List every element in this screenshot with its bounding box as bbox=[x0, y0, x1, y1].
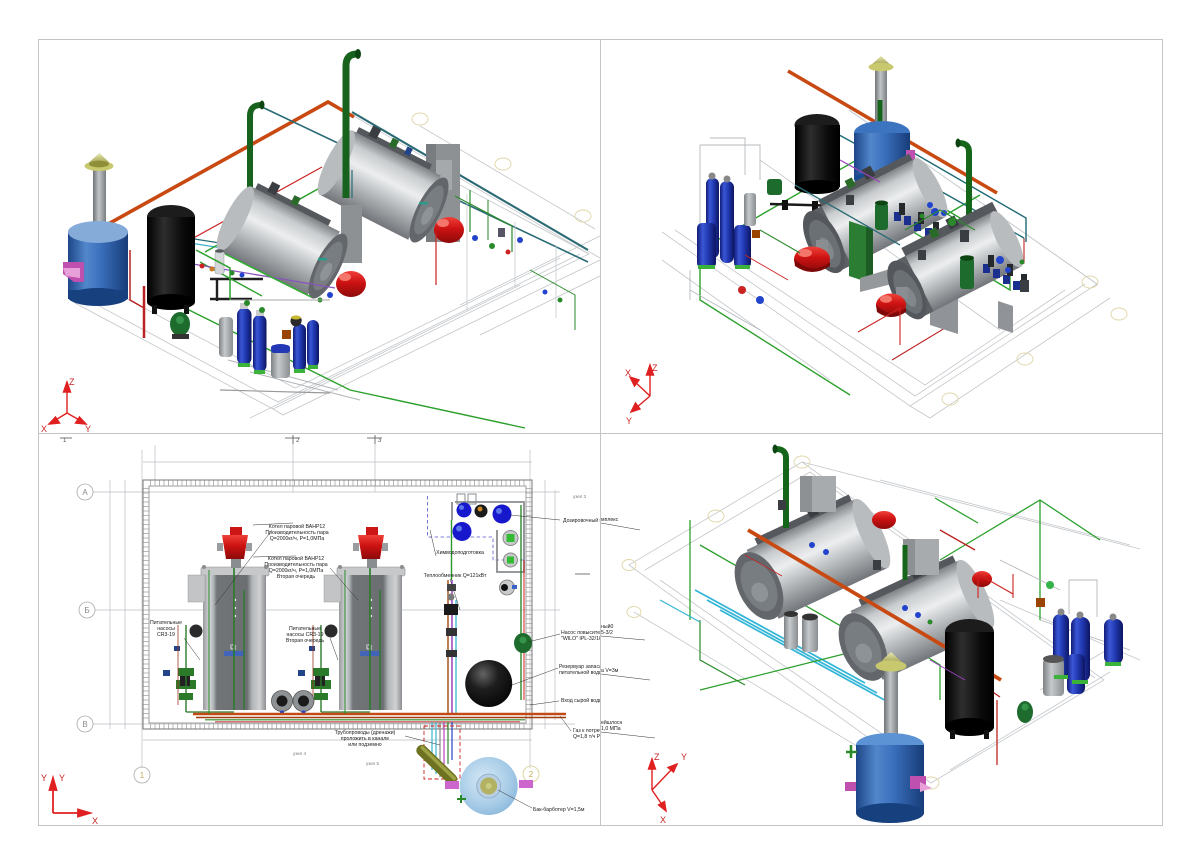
svg-text:Z: Z bbox=[69, 377, 75, 387]
svg-text:проложить в канале: проложить в канале bbox=[341, 736, 390, 742]
svg-text:Y: Y bbox=[681, 752, 687, 762]
svg-text:X: X bbox=[92, 816, 98, 826]
svg-text:1: 1 bbox=[63, 438, 67, 444]
svg-text:Z: Z bbox=[652, 363, 658, 373]
svg-text:ный0: ный0 bbox=[601, 623, 613, 630]
svg-text:Q=2000кг/ч, P=1,0МПа: Q=2000кг/ч, P=1,0МПа bbox=[269, 568, 324, 574]
svg-text:Z: Z bbox=[654, 752, 660, 762]
svg-text:Y: Y bbox=[41, 773, 47, 783]
svg-text:Вторая очередь: Вторая очередь bbox=[277, 574, 316, 580]
svg-text:насосы: насосы bbox=[157, 626, 175, 632]
svg-text:Производительность пара: Производительность пара bbox=[264, 562, 327, 568]
svg-text:X: X bbox=[41, 424, 47, 434]
svg-text:Q=1,8 т/ч P=1,0 МПа: Q=1,8 т/ч P=1,0 МПа bbox=[573, 734, 623, 740]
svg-text:СR3-19: СR3-19 bbox=[157, 632, 175, 638]
svg-text:X: X bbox=[660, 815, 666, 825]
svg-text:Y: Y bbox=[59, 773, 65, 783]
svg-text:X: X bbox=[625, 368, 631, 378]
svg-text:Трубопроводы (дренажи): Трубопроводы (дренажи) bbox=[335, 730, 396, 736]
svg-text:ейшлосн: ейшлосн bbox=[601, 719, 623, 726]
svg-text:3: 3 bbox=[378, 438, 382, 444]
svg-text:Y: Y bbox=[626, 416, 632, 426]
svg-text:Питательные: Питательные bbox=[150, 620, 182, 626]
svg-text:Насос повысительный: Насос повысительный bbox=[561, 629, 615, 636]
svg-text:Б: Б bbox=[84, 606, 89, 615]
svg-text:Y: Y bbox=[85, 424, 91, 434]
svg-text:Газ к потребителям: Газ к потребителям bbox=[573, 728, 620, 734]
svg-text:2: 2 bbox=[296, 438, 300, 444]
svg-text:или подземно: или подземно bbox=[348, 742, 382, 748]
svg-text:2: 2 bbox=[529, 770, 534, 779]
svg-text:А: А bbox=[82, 488, 88, 497]
svg-text:узел 4: узел 4 bbox=[293, 751, 306, 756]
svg-text:питательной воды V=3м: питательной воды V=3м bbox=[559, 669, 618, 676]
svg-text:Вторая очередь: Вторая очередь bbox=[286, 638, 325, 644]
svg-text:Вход сырой воды: Вход сырой воды bbox=[561, 697, 603, 704]
svg-text:Питательные: Питательные bbox=[289, 626, 321, 632]
svg-text:1,0 МПа: 1,0 МПа bbox=[601, 726, 621, 732]
svg-text:мплекс: мплекс bbox=[601, 517, 619, 523]
svg-text:Дозировочный комп: Дозировочный комп bbox=[563, 517, 611, 524]
svg-text:"WILO" IPL-32/165-3/2: "WILO" IPL-32/165-3/2 bbox=[561, 636, 614, 642]
svg-text:узел 5: узел 5 bbox=[366, 761, 379, 766]
svg-text:насосы СR3-19: насосы СR3-19 bbox=[287, 632, 324, 638]
svg-text:Производительность пара: Производительность пара bbox=[265, 530, 328, 536]
svg-text:1: 1 bbox=[140, 771, 145, 780]
svg-text:В: В bbox=[82, 720, 87, 729]
svg-text:а V=3м: а V=3м bbox=[601, 668, 619, 674]
svg-text:Котел паровой ВАНР12: Котел паровой ВАНР12 bbox=[269, 523, 326, 530]
svg-text:5-3/2: 5-3/2 bbox=[601, 630, 613, 636]
svg-text:Резервуар запаса: Резервуар запаса bbox=[559, 664, 602, 670]
svg-text:узел 3: узел 3 bbox=[573, 494, 586, 499]
svg-text:Теплообменник Q=121кВт: Теплообменник Q=121кВт bbox=[424, 573, 487, 579]
svg-text:Q=2000кг/ч, P=1,0МПа: Q=2000кг/ч, P=1,0МПа bbox=[270, 536, 325, 542]
svg-text:Бак-барботер V=1,5м: Бак-барботер V=1,5м bbox=[533, 807, 585, 813]
svg-text:Котел паровой ВАНР12: Котел паровой ВАНР12 bbox=[268, 555, 325, 562]
svg-text:Химводоподготовка: Химводоподготовка bbox=[436, 550, 484, 556]
